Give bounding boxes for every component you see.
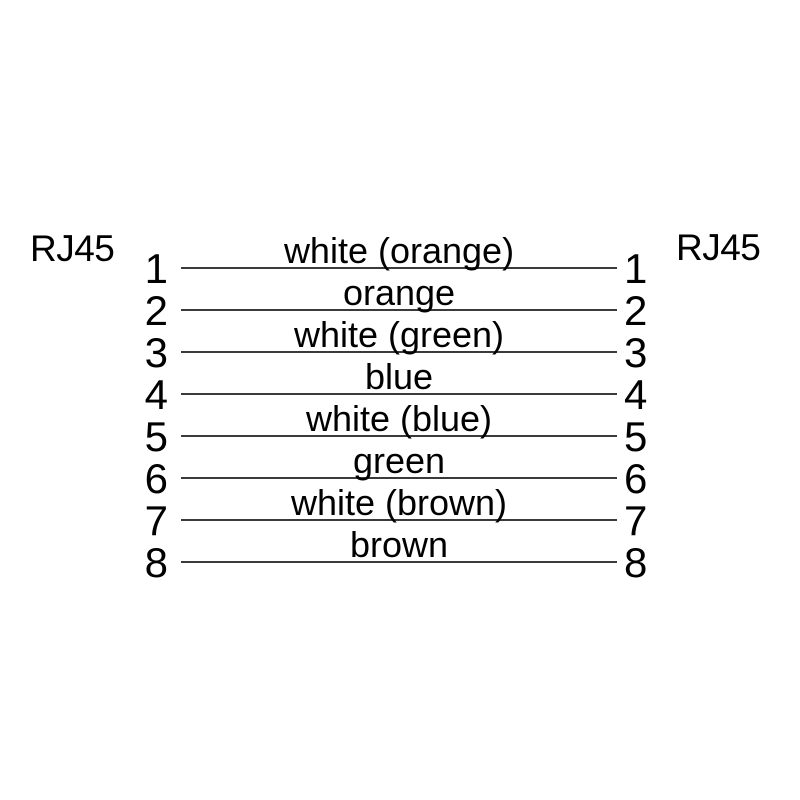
left-pin-number: 4	[144, 371, 168, 418]
wire-line	[181, 435, 617, 437]
right-pin-number: 3	[624, 329, 648, 376]
right-pin-number: 5	[624, 413, 648, 460]
left-pin-number: 3	[144, 329, 168, 376]
left-pin-number: 7	[144, 497, 168, 544]
right-pin-number: 4	[624, 371, 648, 418]
right-pin-number: 6	[624, 455, 648, 502]
wire-color-label: brown	[349, 524, 449, 566]
wire-line	[181, 393, 617, 395]
left-pin-number: 8	[144, 539, 168, 586]
right-pin-number: 1	[624, 245, 648, 292]
wire-line	[181, 267, 617, 269]
wire-color-label: white (orange)	[283, 230, 515, 272]
wire-color-label: white (green)	[293, 314, 505, 356]
wire-line	[181, 477, 617, 479]
wire-line	[181, 309, 617, 311]
wire-line	[181, 561, 617, 563]
right-pin-number: 8	[624, 539, 648, 586]
right-pin-number: 2	[624, 287, 648, 334]
left-pin-number: 6	[144, 455, 168, 502]
wire-color-label: white (brown)	[290, 482, 508, 524]
right-connector-label: RJ45	[676, 227, 761, 268]
left-pin-number: 1	[144, 245, 168, 292]
wire-color-label: white (blue)	[305, 398, 493, 440]
wire-line	[181, 519, 617, 521]
left-pin-number: 2	[144, 287, 168, 334]
wire-color-label: blue	[364, 356, 434, 398]
wire-color-label: green	[352, 440, 446, 482]
right-pin-number: 7	[624, 497, 648, 544]
left-pin-number: 5	[144, 413, 168, 460]
wire-color-label: orange	[342, 272, 456, 314]
left-connector-label: RJ45	[30, 228, 115, 269]
wire-line	[181, 351, 617, 353]
